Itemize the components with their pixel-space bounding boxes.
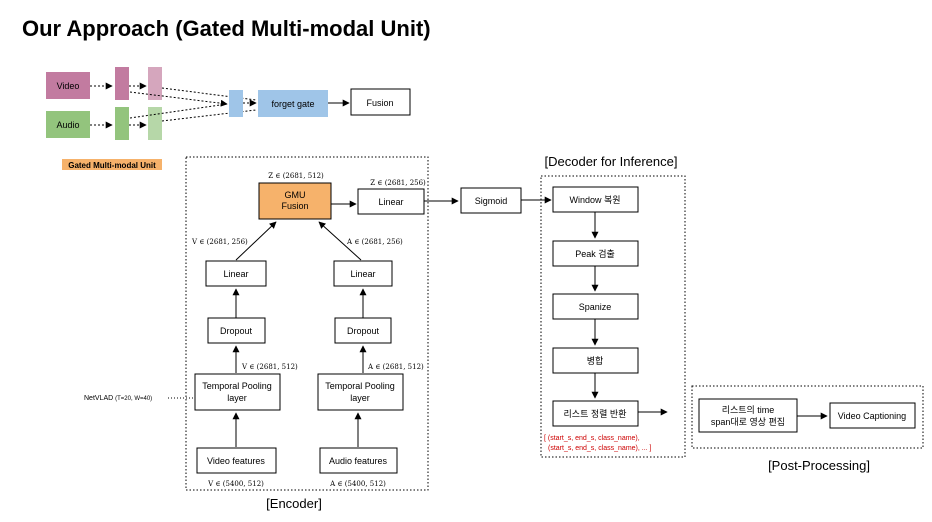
decoder-step-window-label: Window 복원 [569,195,620,205]
pool-v-box [194,373,281,411]
gate-small-box [229,90,243,117]
video-captioning-box [829,402,916,429]
linear-z-label: Linear [378,197,403,207]
forget-gate-box [258,90,328,117]
decoder-section: [Decoder for Inference] Window 복원 Peak 검… [540,154,686,458]
fusion-label: Fusion [366,98,393,108]
video-features-box [196,447,277,474]
encoder-section-title: [Encoder] [266,496,322,511]
decoder-frame [540,175,686,458]
netvlad-params: (T=20, W=40) [115,396,152,402]
video-input-box [46,72,90,99]
decoder-step-spanize [552,293,639,320]
decoder-step-window [552,186,639,213]
sigmoid-label: Sigmoid [475,196,508,206]
dropout-v-label: Dropout [220,326,253,336]
pool-v-label-2: layer [227,393,247,403]
decoder-output-line-1: [ (start_s, end_s, class_name), [544,435,640,442]
linear-v-label: Linear [223,269,248,279]
gmu-label: Gated Multi-modal Unit [68,161,156,170]
gmu-fusion-label-2: Fusion [281,201,308,211]
linear-v-box [205,260,267,287]
sigmoid-box [460,187,522,214]
decoder-step-sort-label: 리스트 정렬 반환 [564,408,627,419]
video-features-label: Video features [207,456,265,466]
post-edit-label-2: span대로 영상 편집 [711,416,785,427]
v-dim-256: V ∈ (2681, 256) [191,238,248,246]
page-title: Our Approach (Gated Multi-modal Unit) [22,16,431,41]
dropout-v-box [207,317,266,344]
a-input-dim: A ∈ (5400, 512) [329,480,386,488]
decoder-step-merge-label: 병합 [587,356,604,366]
dropout-a-label: Dropout [347,326,380,336]
post-frame [691,385,924,449]
decoder-output-line-2: (start_s, end_s, class_name), ... ] [548,445,652,452]
gmu-fusion-label-1: GMU [285,190,306,200]
decoder-step-peak [552,240,639,267]
linear-a-box [333,260,393,287]
z-dim-512: Z ∈ (2681, 512) [268,172,324,180]
audio-input-label: Audio [56,120,79,130]
a-dim-512: A ∈ (2681, 512) [367,363,424,371]
audio-input-box [46,111,90,138]
post-processing-section: 리스트의 time span대로 영상 편집 Video Captioning … [691,385,924,473]
pool-a-label-1: Temporal Pooling [325,381,395,391]
decoder-step-peak-label: Peak 검출 [575,248,615,259]
decoder-step-spanize-label: Spanize [579,302,612,312]
gmu-label-bg [62,159,162,170]
video-captioning-label: Video Captioning [838,411,906,421]
linear-z-box [357,188,425,215]
pool-v-label-1: Temporal Pooling [202,381,272,391]
audio-hidden-bar-light [148,107,162,140]
video-input-label: Video [57,81,80,91]
dropout-a-box [334,317,392,344]
fusion-box [350,88,411,116]
encoder-frame [185,156,429,491]
encoder-section: [Encoder] Z ∈ (2681, 512) GMU Fusion Z ∈… [84,156,429,511]
linear-v-to-gmu-arrow [235,221,277,261]
decoder-section-title: [Decoder for Inference] [545,154,678,169]
pool-a-label-2: layer [350,393,370,403]
v-input-dim: V ∈ (5400, 512) [207,480,264,488]
video-hidden-bar-light [148,67,162,100]
decoder-step-sort [552,400,639,427]
netvlad-name: NetVLAD [84,395,113,402]
audio-features-box [319,447,398,474]
post-edit-label-1: 리스트의 time [722,405,775,415]
pool-a-box [317,373,404,411]
a-dim-256: A ∈ (2681, 256) [346,238,403,246]
forget-gate-label: forget gate [271,99,314,109]
netvlad-label: NetVLAD (T=20, W=40) [84,395,152,402]
audio-features-label: Audio features [329,456,388,466]
z-dim-256: Z ∈ (2681, 256) [370,179,426,187]
cross-line-1 [129,91,228,107]
cross-line-2 [129,103,228,119]
v-dim-512: V ∈ (2681, 512) [241,363,298,371]
linear-a-to-gmu-arrow [318,221,362,261]
post-section-title: [Post-Processing] [768,458,870,473]
gmu-mini-diagram: Video Audio forget gate Fusion Gated Mul… [46,67,411,170]
post-edit-box [698,398,798,433]
audio-hidden-bar [115,107,129,140]
gmu-fusion-box [258,182,332,220]
linear-a-label: Linear [350,269,375,279]
video-hidden-bar [115,67,129,100]
